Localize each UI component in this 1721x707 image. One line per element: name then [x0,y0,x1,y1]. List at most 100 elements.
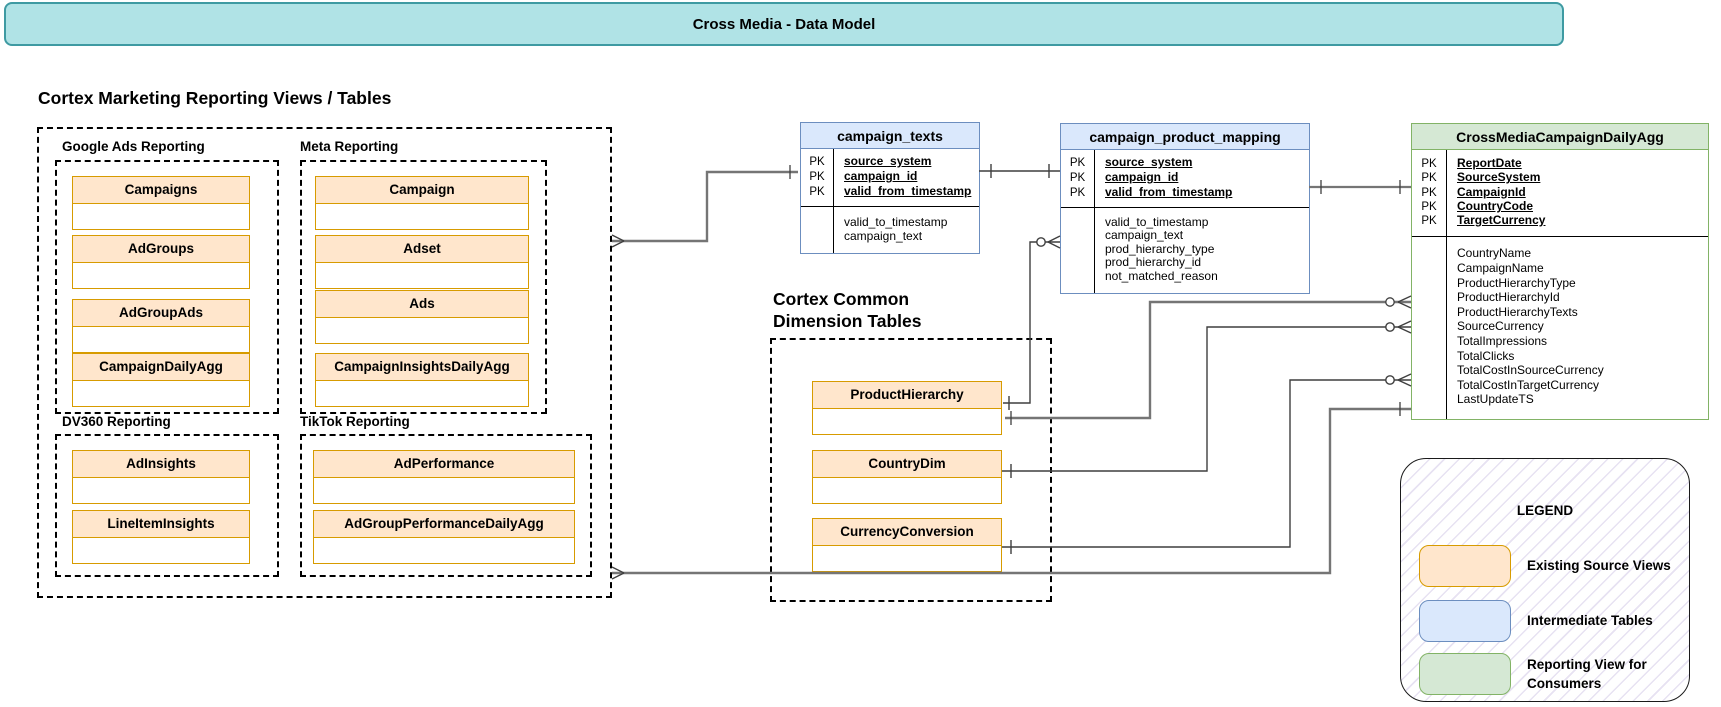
table-row: CountryName [1412,246,1708,261]
pk-separator [833,149,834,253]
entity-currencyconversion-title: CurrencyConversion [812,518,1002,546]
table-row: TotalClicks [1412,349,1708,364]
crowfoot-many-icon [1047,235,1061,249]
table-row: campaign_text [801,229,979,243]
table-row: not_matched_reason [1061,268,1309,283]
pk-badge: PK [1421,215,1437,228]
field-name: valid_to_timestamp [844,215,948,229]
table-row: PK ReportDate [1412,156,1708,171]
table-row: LastUpdateTS [1412,392,1708,407]
entity-currencyconversion: CurrencyConversion [812,518,1002,572]
field-name: ReportDate [1457,156,1522,170]
entity-adgroupads: AdGroupAds [72,299,250,353]
entity-adgroupads-body [72,327,250,353]
marketing-section-box [37,127,612,598]
legend-label-reporting-view: Reporting View for Consumers [1527,657,1647,691]
group-label-google-ads: Google Ads Reporting [62,139,205,154]
pk-separator [1094,150,1095,294]
diagram-title: Cross Media - Data Model [692,15,876,33]
one-tick-icon [990,164,1050,178]
field-name: prod_hierarchy_type [1105,241,1215,256]
entity-adinsights: AdInsights [72,450,250,504]
relationship-texts-mapping [979,164,1060,178]
field-name: TotalClicks [1457,348,1515,363]
table-row: prod_hierarchy_id [1061,255,1309,269]
field-name: LastUpdateTS [1457,392,1534,407]
entity-currencyconversion-body [812,546,1002,572]
field-name: CampaignId [1457,184,1526,199]
pk-badge: PK [1069,172,1086,184]
entity-countrydim-body [812,478,1002,504]
field-name: campaign_id [1105,170,1179,184]
dimension-section-heading: Cortex Common Dimension Tables [773,288,921,332]
group-box-dv360 [55,434,279,577]
table-campaign-texts-title: campaign_texts [801,123,979,149]
legend-swatch-existing-source-views [1419,545,1511,587]
field-name: source_system [1105,155,1193,169]
entity-ads: Ads [315,290,529,344]
crowfoot-many-marketing-texts-icon [611,165,791,248]
one-tick-mapping-agg-icon [1320,180,1401,194]
field-name: CountryName [1457,246,1532,261]
group-box-google-ads [55,160,279,414]
relationship-line [1002,326,1411,472]
entity-adset-body [315,263,529,289]
entity-adgroups-body [72,263,250,289]
field-name: TotalCostInSourceCurrency [1457,363,1604,378]
pk-badge: PK [1069,187,1086,199]
table-row: TotalCostInSourceCurrency [1412,363,1708,378]
relationship-line [612,170,798,243]
field-name: not_matched_reason [1105,268,1218,283]
entity-lineiteminsights: LineItemInsights [72,510,250,564]
table-row: PK valid_from_timestamp [1061,185,1309,200]
legend-swatch-intermediate-tables [1419,600,1511,642]
field-name: valid_from_timestamp [1105,185,1233,199]
field-name: ProductHierarchyType [1457,275,1576,290]
entity-adset: Adset [315,235,529,289]
relationship-currencyconversion-agg [1002,373,1412,554]
field-name: valid_from_timestamp [844,184,972,198]
field-name: valid_to_timestamp [1105,215,1209,229]
legend-label-intermediate-tables: Intermediate Tables [1527,613,1653,628]
entity-adperformance-body [313,478,575,504]
table-row: TotalCostInTargetCurrency [1412,378,1708,393]
relationship-producthierarchy-agg [1005,300,1411,420]
pk-badge: PK [1421,158,1437,170]
entity-producthierarchy-body [812,409,1002,435]
entity-adgroupperformancedailyagg-body [313,538,575,564]
entity-campaign: Campaign [315,176,529,230]
field-name: campaign_id [844,169,918,183]
table-crossmediacampaigndailyagg-title: CrossMediaCampaignDailyAgg [1412,124,1708,150]
marketing-section-heading: Cortex Marketing Reporting Views / Table… [38,88,392,108]
legend-box: LEGEND Existing Source Views Intermediat… [1400,458,1690,702]
pk-badge: PK [1421,186,1437,199]
entity-campaign-body [315,204,529,230]
entity-campaigns-title: Campaigns [72,176,250,204]
zero-circle-icon [1385,375,1395,385]
entity-campaigninsightsdailyagg: CampaignInsightsDailyAgg [315,353,529,407]
table-row: ProductHierarchyTexts [1412,305,1708,320]
table-row: TotalImpressions [1412,334,1708,349]
group-box-tiktok [300,434,592,577]
zero-circle-icon [1385,322,1395,332]
entity-adperformance-title: AdPerformance [313,450,575,478]
field-name: TotalCostInTargetCurrency [1457,377,1600,392]
table-row: prod_hierarchy_type [1061,241,1309,256]
table-row: valid_to_timestamp [1061,215,1309,229]
entity-producthierarchy-title: ProductHierarchy [812,381,1002,409]
entity-lineiteminsights-body [72,538,250,564]
relationship-countrydim-agg [1002,320,1412,478]
field-name: TotalImpressions [1457,334,1548,349]
title-banner: Cross Media - Data Model [4,2,1564,46]
legend-label-existing-source-views: Existing Source Views [1527,558,1671,573]
zero-circle-icon [1385,297,1395,307]
pk-badge: PK [1421,200,1437,213]
